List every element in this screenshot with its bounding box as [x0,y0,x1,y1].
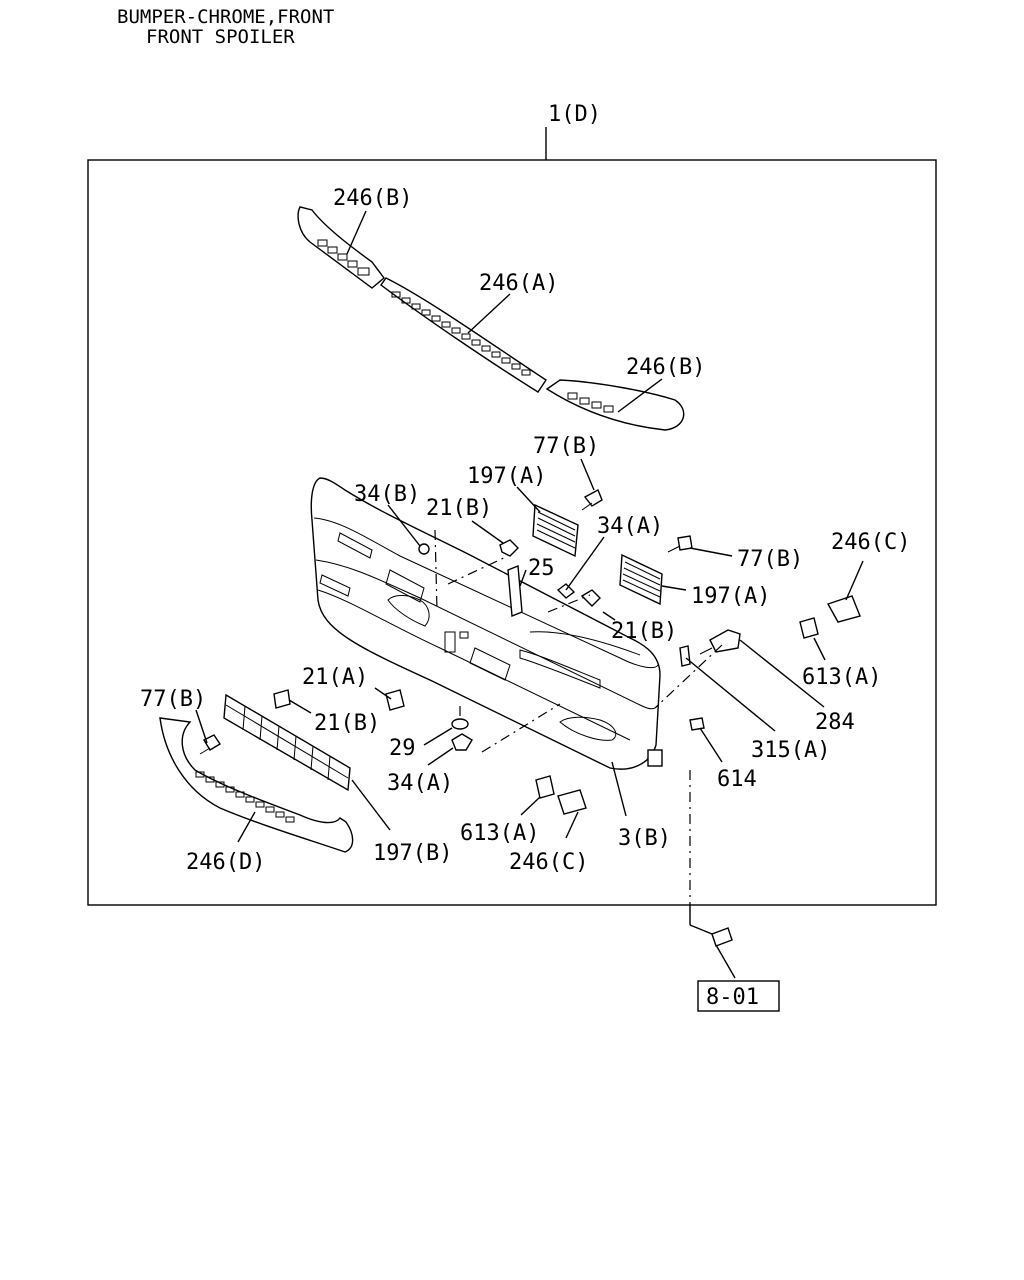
callout-34B: 34(B) [354,482,420,507]
grille-197A-upper [532,503,579,558]
callout-34A-top: 34(A) [597,514,663,539]
callout-77B-left: 77(B) [140,687,206,712]
callout-34A-low: 34(A) [387,771,453,796]
callout-3B: 3(B) [618,826,671,851]
callout-246B-right: 246(B) [626,355,705,380]
reference-box-label: 8-01 [706,985,759,1010]
assembly-line [481,703,561,753]
grille-197B [223,693,351,792]
assembly-frame [87,159,937,906]
callout-21B-top: 21(B) [426,496,492,521]
bumper-3B [310,477,663,770]
callout-246C-low: 246(C) [509,850,588,875]
callout-315A: 315(A) [751,738,830,763]
callout-197A-top: 197(A) [467,464,546,489]
upper-spoiler-246 [297,206,685,431]
grille-197A-lower [619,553,663,606]
lower-spoiler-246D [159,717,354,853]
callout-613A-right: 613(A) [802,665,881,690]
leader-246A [467,293,511,334]
callout-29: 29 [389,736,416,761]
callout-77B-top: 77(B) [533,434,599,459]
callout-77B-right: 77(B) [737,547,803,572]
assembly-line [547,594,591,613]
reference-box [697,980,780,1012]
callout-leaders [195,458,864,979]
header-subtitle: FRONT SPOILER [146,26,295,48]
header-title: BUMPER-CHROME,FRONT [117,6,334,28]
callout-246D: 246(D) [186,850,265,875]
assembly-line [434,529,438,611]
callout-284: 284 [815,710,855,735]
callout-246B-top: 246(B) [333,186,412,211]
frame-label: 1(D) [548,102,601,127]
callout-246C-right: 246(C) [831,530,910,555]
callout-21B-left: 21(B) [314,711,380,736]
assembly-line [654,644,723,709]
leader-246B-top [346,210,367,255]
leader-246B-right [617,378,663,413]
callout-21B-mid: 21(B) [611,619,677,644]
callout-197A-right: 197(A) [691,584,770,609]
fastener-parts [199,489,861,947]
callout-246A: 246(A) [479,271,558,296]
callout-21A: 21(A) [302,665,368,690]
callout-613A-low: 613(A) [460,821,539,846]
callout-25: 25 [528,556,555,581]
callout-614: 614 [717,767,757,792]
assembly-line [689,924,713,935]
callout-197B: 197(B) [373,841,452,866]
